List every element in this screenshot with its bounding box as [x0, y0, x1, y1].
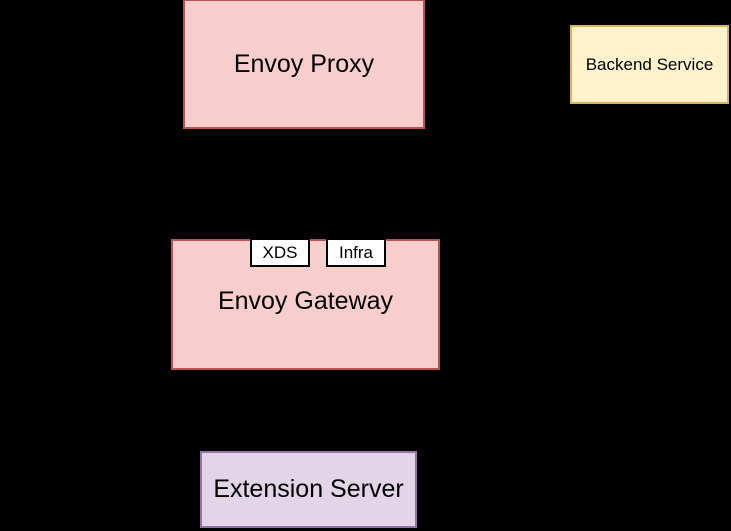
tab-xds[interactable]: XDS	[250, 238, 310, 267]
tab-infra-label: Infra	[338, 242, 374, 262]
tab-xds-label: XDS	[262, 242, 298, 262]
node-extension-server[interactable]: Extension Server	[200, 451, 417, 528]
node-extension-server-label: Extension Server	[213, 475, 404, 503]
node-envoy-proxy[interactable]: Envoy Proxy	[183, 0, 425, 129]
tab-infra[interactable]: Infra	[326, 238, 386, 267]
node-backend-service-label: Backend Service	[585, 54, 714, 74]
node-envoy-gateway-label: Envoy Gateway	[217, 287, 394, 315]
node-backend-service[interactable]: Backend Service	[570, 25, 729, 104]
node-envoy-proxy-label: Envoy Proxy	[233, 49, 375, 78]
